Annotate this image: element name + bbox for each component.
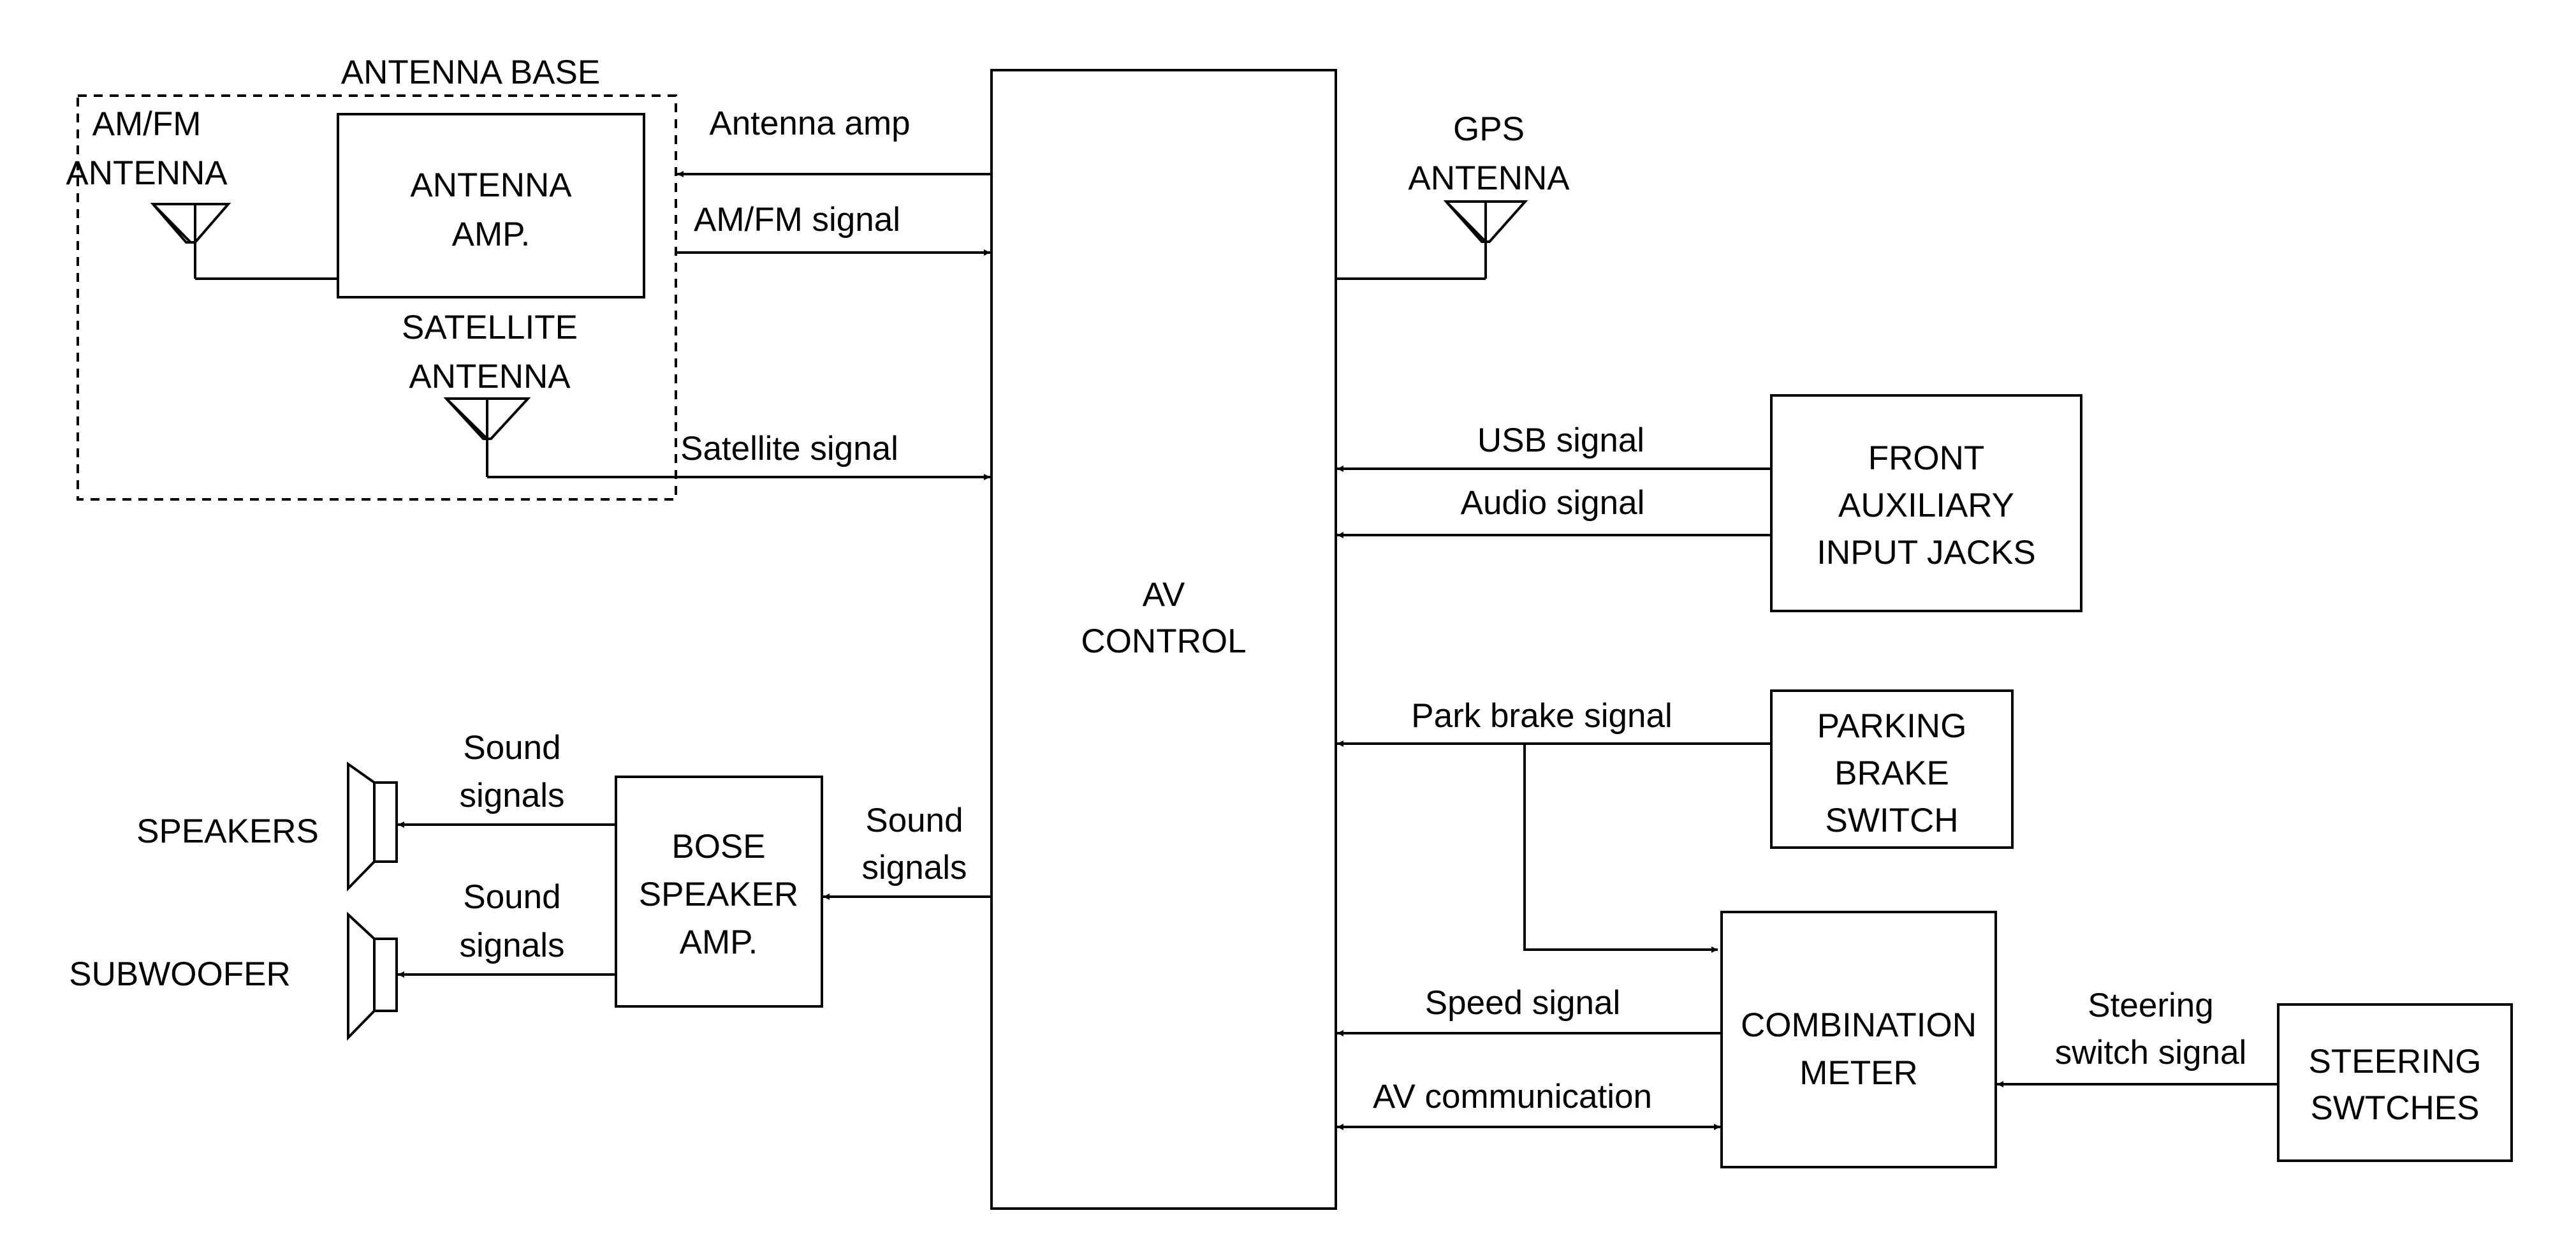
av-control-label-1: AV [1143, 576, 1185, 614]
steering-switches-label-1: STEERING [2309, 1043, 2482, 1080]
antenna-amp-signal-label: Antenna amp [709, 105, 910, 142]
am-fm-signal-label: AM/FM signal [694, 201, 900, 239]
steering-switch-signal-label-2: switch signal [2055, 1034, 2246, 1071]
gps-antenna-label-1: GPS [1453, 110, 1525, 148]
gps-antenna-icon [1443, 200, 1528, 279]
speed-signal-label: Speed signal [1425, 984, 1620, 1022]
sound-signals-subwoofer-label-2: signals [460, 927, 565, 964]
sound-signals-speakers-label-2: signals [460, 777, 565, 814]
steering-switch-signal-label-1: Steering [2088, 987, 2213, 1024]
audio-signal-label: Audio signal [1461, 484, 1645, 522]
antenna-amp-label-1: ANTENNA [410, 166, 572, 204]
satellite-antenna-label-1: SATELLITE [402, 309, 578, 346]
av-communication-label: AV communication [1373, 1078, 1652, 1115]
front-aux-label-2: AUXILIARY [1838, 487, 2014, 524]
am-fm-antenna-icon [150, 203, 231, 279]
sound-signals-subwoofer-label-1: Sound [463, 878, 560, 916]
sound-signals-av-label-1: Sound [865, 802, 963, 839]
parking-brake-switch-label-3: SWITCH [1825, 802, 1958, 839]
antenna-amp-box [337, 113, 645, 298]
antenna-base-group [77, 94, 677, 501]
av-control-label-2: CONTROL [1081, 622, 1246, 660]
speakers-label: SPEAKERS [136, 813, 319, 850]
sound-signals-speakers-label-1: Sound [463, 729, 560, 767]
front-aux-box [1770, 394, 2082, 612]
parking-brake-switch-label-2: BRAKE [1834, 754, 1949, 792]
front-aux-label-3: INPUT JACKS [1817, 534, 2036, 571]
steering-switches-box [2277, 1003, 2513, 1162]
gps-antenna-label-2: ANTENNA [1408, 159, 1570, 197]
combination-meter-box [1720, 911, 1997, 1168]
satellite-signal-label: Satellite signal [680, 430, 898, 467]
satellite-antenna-icon [443, 397, 531, 477]
park-brake-signal-label: Park brake signal [1411, 697, 1672, 735]
steering-switches-label-2: SWTCHES [2311, 1089, 2480, 1127]
park-brake-to-meter-arrow [1523, 744, 1718, 953]
combination-meter-label-1: COMBINATION [1741, 1006, 1977, 1044]
bose-amp-label-2: SPEAKER [639, 876, 798, 913]
subwoofer-label: SUBWOOFER [69, 955, 290, 993]
usb-signal-label: USB signal [1477, 422, 1644, 459]
av-control-box [990, 69, 1337, 1210]
sound-signals-av-label-2: signals [862, 849, 967, 887]
front-aux-label-1: FRONT [1868, 439, 1985, 477]
satellite-antenna-label-2: ANTENNA [409, 358, 571, 395]
parking-brake-switch-box [1770, 689, 2014, 849]
parking-brake-switch-label-1: PARKING [1817, 707, 1967, 745]
speaker-icon [347, 761, 398, 892]
bose-amp-box [615, 776, 823, 1008]
antenna-amp-label-2: AMP. [452, 216, 531, 253]
am-fm-antenna-label-1: AM/FM [92, 105, 201, 143]
subwoofer-icon [347, 911, 398, 1041]
bose-amp-label-1: BOSE [671, 828, 765, 865]
combination-meter-label-2: METER [1799, 1054, 1918, 1092]
am-fm-antenna-label-2: ANTENNA [66, 154, 228, 192]
bose-amp-label-3: AMP. [680, 923, 758, 961]
antenna-base-label: ANTENNA BASE [341, 54, 600, 91]
